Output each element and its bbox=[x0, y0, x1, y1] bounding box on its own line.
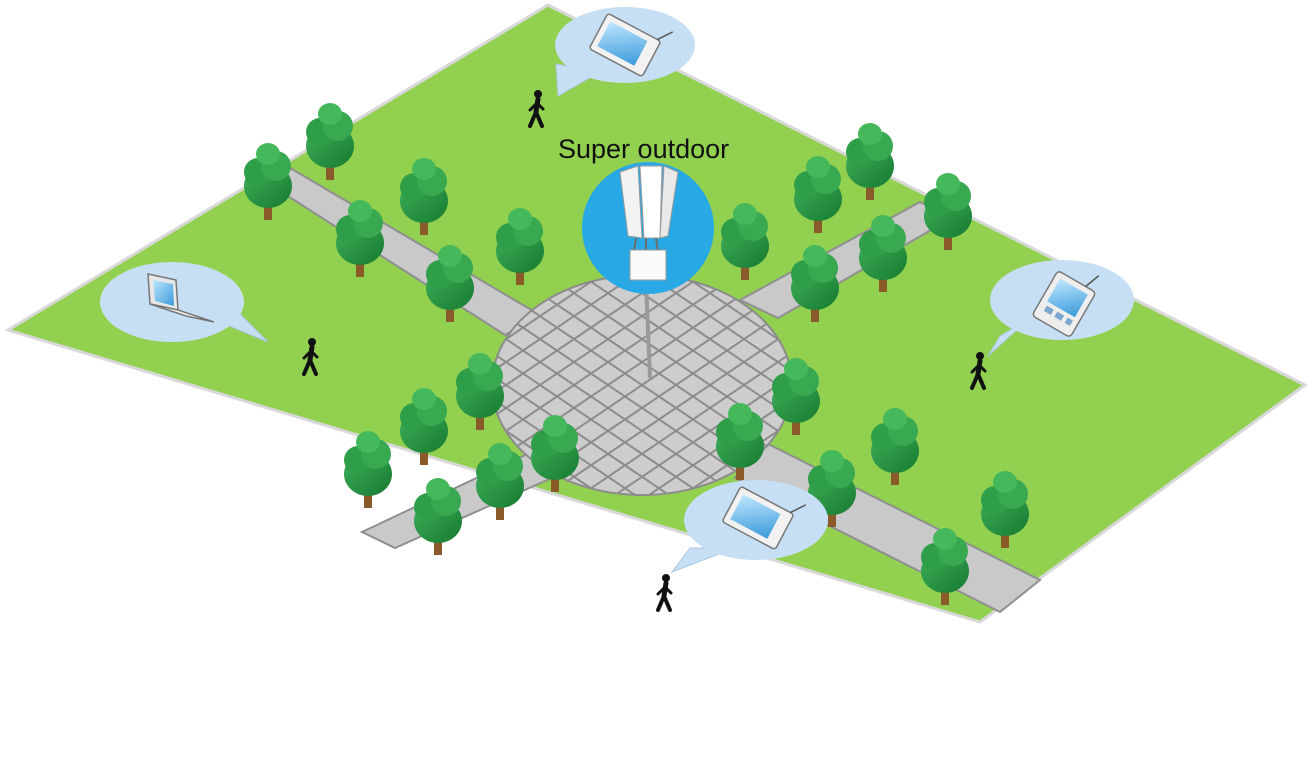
access-point bbox=[582, 162, 714, 294]
tree-icon bbox=[344, 431, 392, 508]
super-outdoor-label: Super outdoor bbox=[558, 134, 729, 164]
tree-icon bbox=[414, 478, 462, 555]
walking-person-icon bbox=[658, 574, 671, 610]
